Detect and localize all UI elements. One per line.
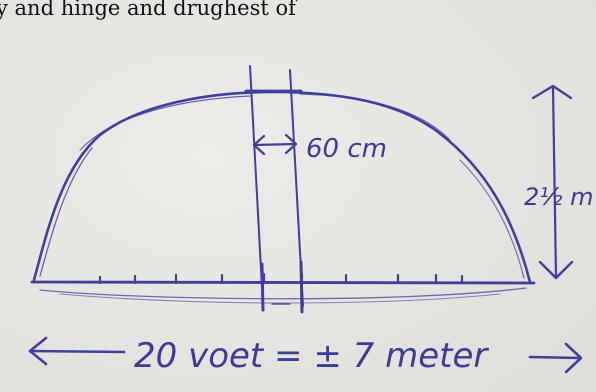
height-arrow [531, 84, 574, 280]
gap-lines [244, 65, 304, 314]
length-left-arrow [28, 336, 126, 366]
gap-width-arrow [252, 133, 298, 156]
height-label: 2½ m [524, 183, 594, 211]
length-right-arrow [528, 342, 583, 374]
top-text-fragment: y and hinge and drughest of [0, 0, 298, 20]
base-line [30, 280, 536, 304]
gap-width-label: 60 cm [306, 134, 387, 164]
length-label: 20 voet = ± 7 meter [134, 336, 489, 376]
